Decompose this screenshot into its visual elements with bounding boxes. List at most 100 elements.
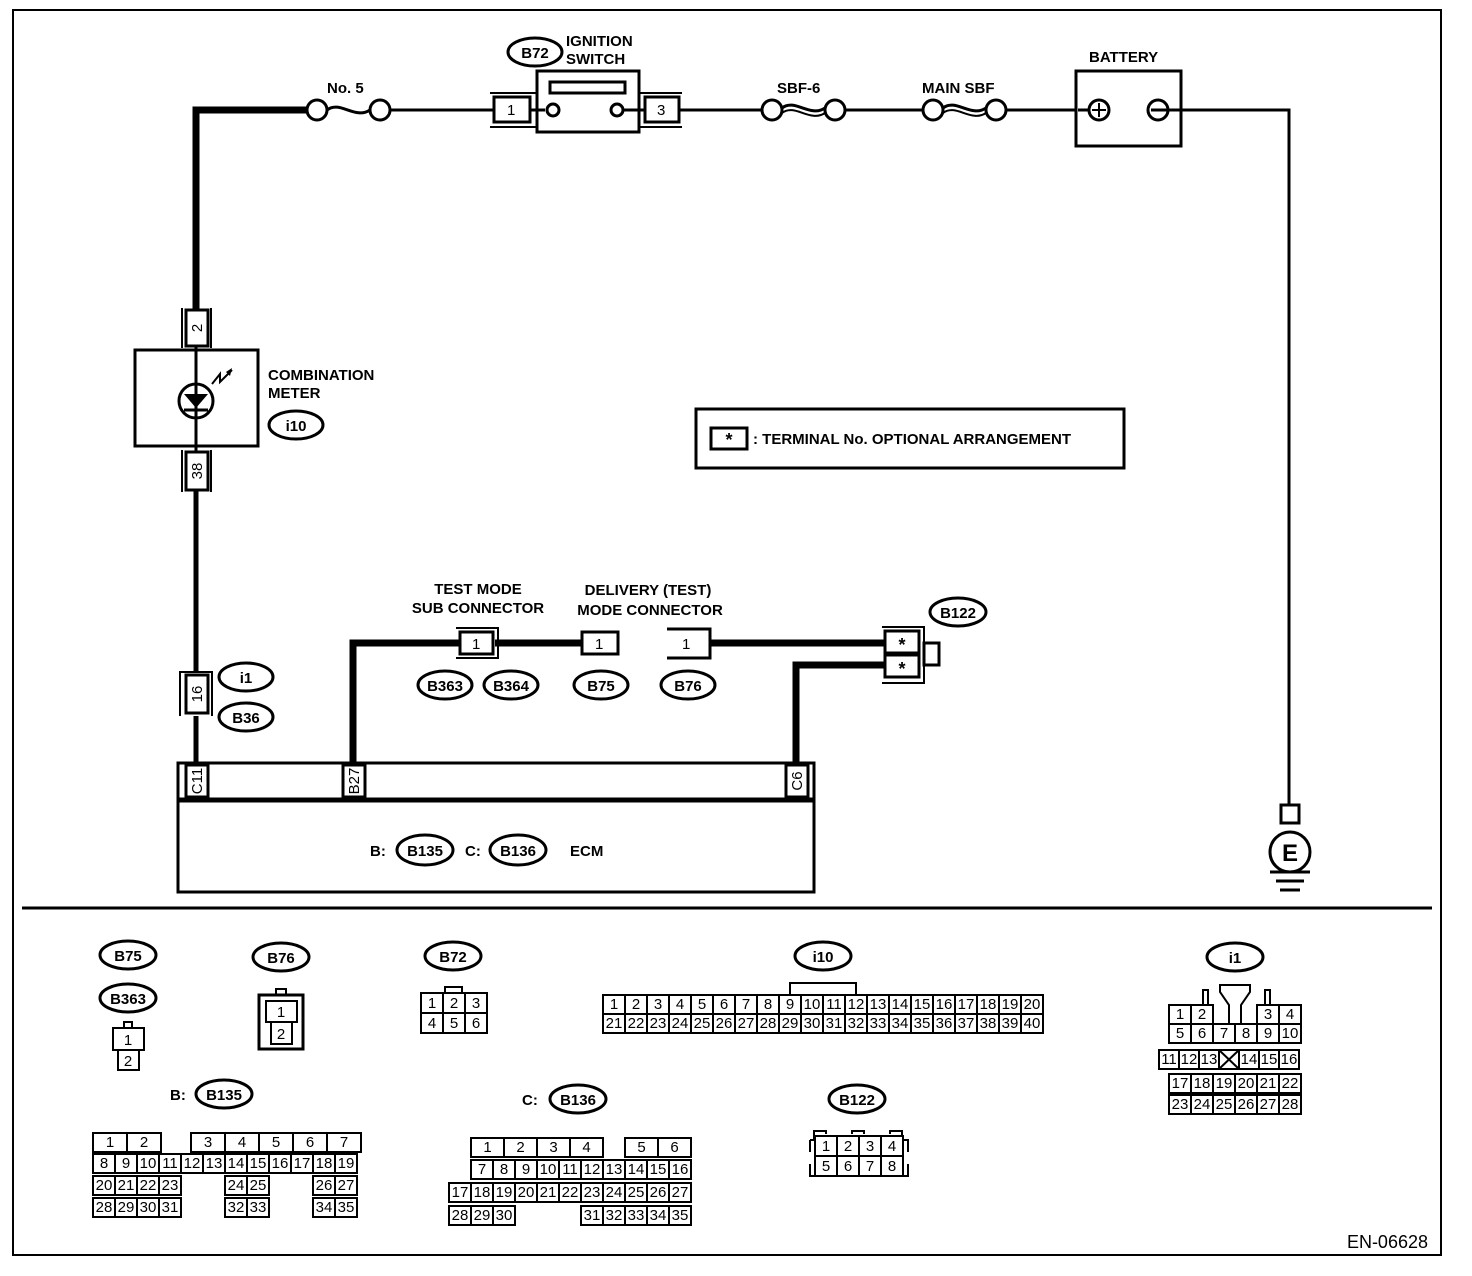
ignition-label-2: SWITCH <box>566 51 625 68</box>
b135-pin: 11 <box>162 1155 178 1172</box>
i1-pin: 18 <box>1194 1075 1211 1092</box>
i1-pin: 2 <box>1198 1006 1206 1023</box>
b136-pin: 7 <box>478 1161 486 1178</box>
i10-pin: 7 <box>742 996 750 1013</box>
b136-pin: 6 <box>670 1139 678 1156</box>
b136-pin: 20 <box>518 1184 535 1201</box>
conn-view-b135-label: B135 <box>206 1087 242 1104</box>
b122-pin-b: * <box>898 659 905 679</box>
meter-connector-label: i10 <box>286 418 307 435</box>
b136-pin: 4 <box>582 1139 590 1156</box>
b135-pin: 5 <box>272 1134 280 1151</box>
b122-connector: * * B122 <box>882 596 988 684</box>
i10-pin: 18 <box>980 996 997 1013</box>
legend-symbol: * <box>725 430 732 450</box>
b135-pin: 31 <box>162 1199 179 1216</box>
diagram-frame <box>12 9 1442 1256</box>
i10-pin: 26 <box>716 1015 733 1032</box>
fuse-no5: No. 5 <box>305 80 392 122</box>
b72-pin: 5 <box>450 1015 458 1032</box>
b136-pin: 14 <box>628 1161 645 1178</box>
i10-pin: 35 <box>914 1015 931 1032</box>
delivery-conn-b75: B75 <box>587 678 615 695</box>
b135-pin: 21 <box>118 1177 135 1194</box>
i1-pin: 1 <box>1176 1006 1184 1023</box>
b135-pin: 18 <box>316 1155 333 1172</box>
b135-pin: 29 <box>118 1199 135 1216</box>
conn-view-i10-label: i10 <box>813 949 834 966</box>
b122-pin-a: * <box>898 635 905 655</box>
b136-cell <box>569 1137 604 1158</box>
i10-pin: 8 <box>764 996 772 1013</box>
b122-pin: 6 <box>844 1158 852 1175</box>
b135-pin: 2 <box>140 1134 148 1151</box>
i10-pin: 11 <box>826 996 842 1013</box>
b135-pin: 35 <box>338 1199 355 1216</box>
b135-cell <box>158 1175 182 1196</box>
b72-cell <box>464 1012 488 1034</box>
b135-pin: 24 <box>228 1177 245 1194</box>
b136-cell <box>668 1182 692 1203</box>
b136-pin: 5 <box>637 1139 645 1156</box>
b136-pin: 2 <box>516 1139 524 1156</box>
b122-pin: 8 <box>888 1158 896 1175</box>
b136-pin: 26 <box>650 1184 667 1201</box>
b135-pin: 25 <box>250 1177 267 1194</box>
test-mode-wire <box>349 639 885 765</box>
b136-pin: 9 <box>522 1161 530 1178</box>
i1-blank-pin-icon <box>1218 1049 1240 1070</box>
conn-view-b76-pin: 1 <box>277 1004 285 1021</box>
b136-pin: 32 <box>606 1207 623 1224</box>
i1-pin: 25 <box>1216 1096 1233 1113</box>
b135-pin: 34 <box>316 1199 333 1216</box>
b136-pin: 22 <box>562 1184 579 1201</box>
b136-pin: 21 <box>540 1184 557 1201</box>
b136-pin: 10 <box>540 1161 557 1178</box>
b135-pin: 8 <box>100 1155 108 1172</box>
conn-view-b75-label: B75 <box>114 948 142 965</box>
b122-pin: 3 <box>866 1138 874 1155</box>
i10-pin: 9 <box>786 996 794 1013</box>
b135-pin: 13 <box>206 1155 223 1172</box>
i1-cell <box>1278 1094 1302 1115</box>
b136-pin: 23 <box>584 1184 601 1201</box>
fuse-main-sbf: MAIN SBF <box>921 80 1008 122</box>
joint-conn-i1: i1 <box>240 670 253 687</box>
i10-pin: 5 <box>698 996 706 1013</box>
legend: * : TERMINAL No. OPTIONAL ARRANGEMENT <box>694 407 1126 470</box>
conn-view-b76: B76 1 2 <box>251 941 311 1051</box>
b136-cell <box>668 1205 692 1226</box>
b135-pin: 17 <box>294 1155 311 1172</box>
combination-meter: 2 38 COMBINATION METER i10 <box>133 268 374 492</box>
i10-pin: 20 <box>1024 996 1041 1013</box>
i10-pin: 23 <box>650 1015 667 1032</box>
b135-pin: 26 <box>316 1177 333 1194</box>
b135-pin: 27 <box>338 1177 355 1194</box>
i10-cell <box>1020 1013 1044 1034</box>
ecm: C11 B27 C6 B: B135 C: B136 ECM <box>176 761 816 894</box>
i1-cell <box>1278 1073 1302 1094</box>
b135-pin: 4 <box>238 1134 246 1151</box>
i10-pin: 40 <box>1024 1015 1041 1032</box>
b135-pin: 6 <box>306 1134 314 1151</box>
b72-pin: 3 <box>472 995 480 1012</box>
b136-pin: 16 <box>672 1161 689 1178</box>
b135-cell <box>158 1197 182 1218</box>
i10-pin: 25 <box>694 1015 711 1032</box>
b136-pin: 19 <box>496 1184 513 1201</box>
b136-pin: 12 <box>584 1161 601 1178</box>
joint-conn-b36: B36 <box>232 710 260 727</box>
b72-pin: 6 <box>472 1015 480 1032</box>
i10-pin: 12 <box>848 996 865 1013</box>
conn-view-b72-label: B72 <box>439 949 467 966</box>
test-sub-conn-b363: B363 <box>427 678 463 695</box>
b136-pin: 24 <box>606 1184 623 1201</box>
meter-pin-38: 38 <box>189 463 206 480</box>
i1-cell <box>1278 1049 1300 1070</box>
i10-pin: 14 <box>892 996 909 1013</box>
delivery-conn-b76: B76 <box>674 678 702 695</box>
i10-pin: 15 <box>914 996 931 1013</box>
conn-view-b122-label: B122 <box>839 1092 875 1109</box>
